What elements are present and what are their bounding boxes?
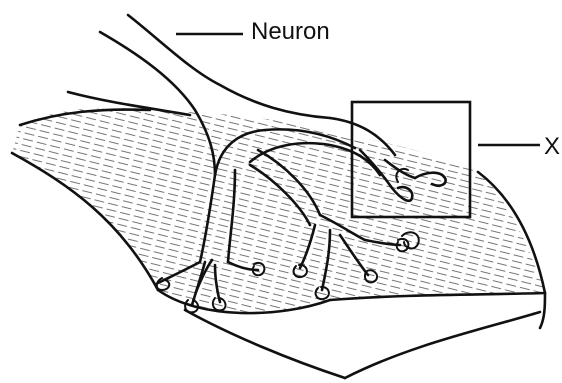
box-label: X (544, 133, 560, 160)
neuron-label: Neuron (251, 18, 330, 45)
